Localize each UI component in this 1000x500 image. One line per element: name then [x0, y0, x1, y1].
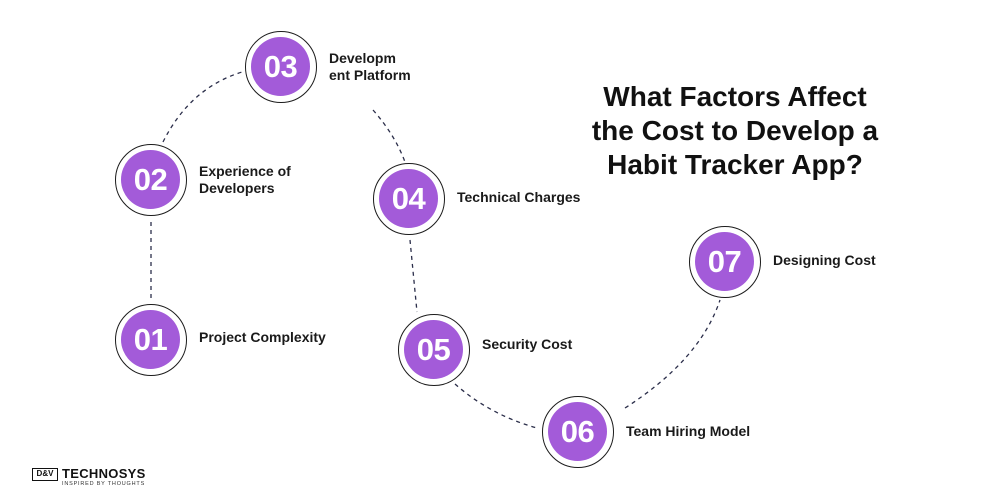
step-label: Developm ent Platform [329, 50, 411, 84]
step-number: 03 [263, 48, 298, 84]
headline-line: the Cost to Develop a [591, 115, 879, 146]
step-label-line: Experience of [199, 163, 291, 179]
connector-06-07 [624, 299, 721, 409]
step-number: 02 [133, 161, 168, 197]
step-label: Experience of Developers [199, 163, 291, 197]
step-badge: 03 [245, 31, 317, 103]
headline: What Factors Affect the Cost to Develop … [560, 80, 910, 182]
step-number: 04 [391, 180, 426, 216]
step-label-line: Developers [199, 180, 275, 196]
step-label-line: Developm [329, 50, 396, 66]
connector-04-05 [409, 239, 418, 313]
step-number: 05 [416, 331, 451, 367]
step-number: 06 [560, 413, 595, 449]
step-label: Designing Cost [773, 252, 876, 268]
step-number: 07 [707, 243, 742, 279]
step-label: Security Cost [482, 336, 573, 352]
brand-mark: D&V [32, 468, 58, 481]
step-badge: 04 [373, 163, 445, 235]
step-badge: 07 [689, 226, 761, 298]
step-badge: 01 [115, 304, 187, 376]
connector-03-04 [372, 109, 406, 163]
connector-02-03 [162, 71, 243, 143]
step-badge: 02 [115, 144, 187, 216]
brand-logo: D&V TECHNOSYS INSPIRED BY THOUGHTS [32, 466, 162, 490]
step-number: 01 [133, 321, 168, 357]
brand-name: TECHNOSYS [62, 466, 146, 481]
step-badge: 06 [542, 396, 614, 468]
step-label: Team Hiring Model [626, 423, 751, 439]
step-label: Project Complexity [199, 329, 326, 345]
brand-tagline: INSPIRED BY THOUGHTS [62, 481, 146, 487]
step-label-line: ent Platform [329, 67, 411, 83]
step-label: Technical Charges [457, 189, 581, 205]
step-badge: 05 [398, 314, 470, 386]
headline-line: What Factors Affect [603, 81, 867, 112]
headline-line: Habit Tracker App? [607, 149, 863, 180]
connector-05-06 [454, 383, 538, 429]
